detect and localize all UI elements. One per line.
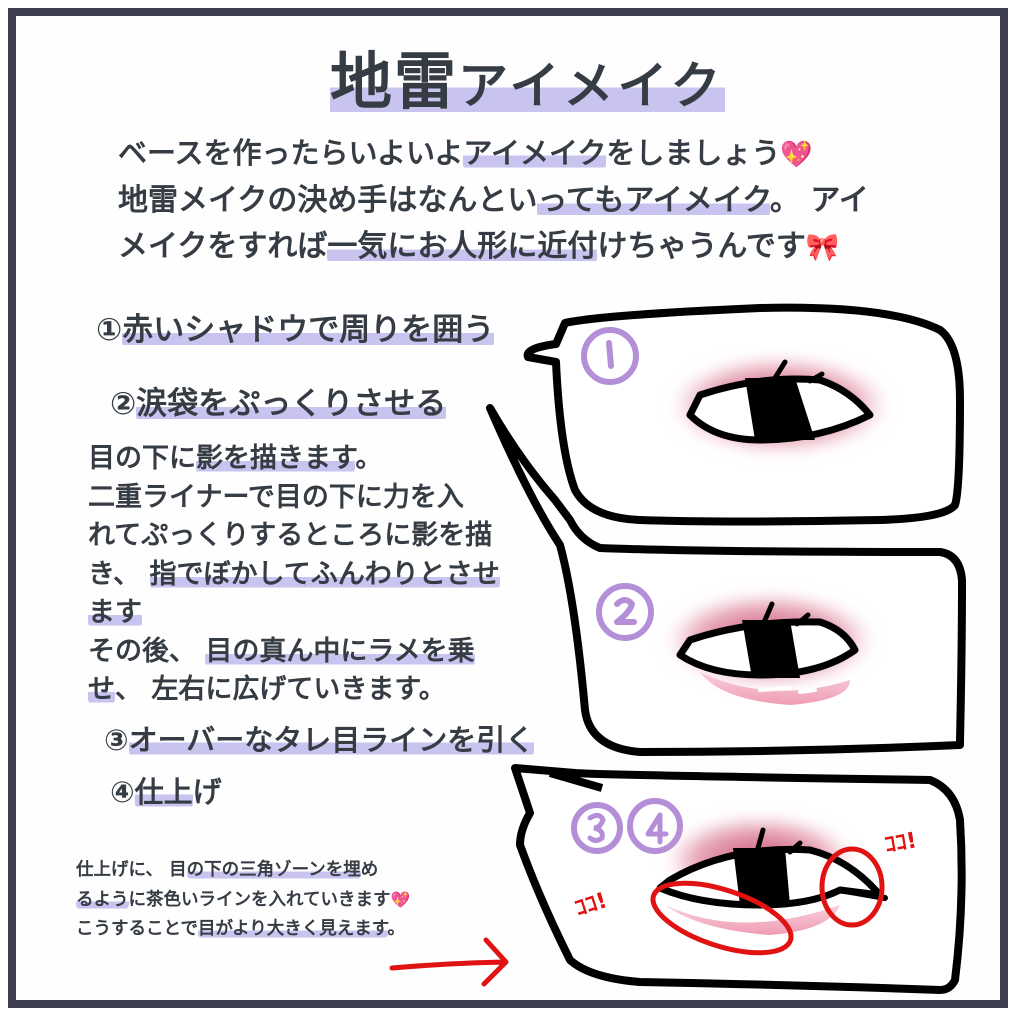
description-line: き、 指でぼかしてふんわりとさせ bbox=[88, 558, 500, 590]
intro-text: 地雷メイクの決め手はなんとい bbox=[118, 183, 538, 218]
step-2-description: 目の下に影を描きます。 二重ライナーで目の下に力を入 れてぷっくりするところに影… bbox=[88, 440, 508, 710]
step-label: 仕上 bbox=[134, 775, 193, 809]
badge-circle bbox=[581, 327, 639, 385]
sparkling-heart-icon: 💖 bbox=[390, 890, 411, 909]
page-title: 地雷アイメイク bbox=[330, 42, 750, 126]
description-line: 二重ライナーで目の下に力を入 bbox=[88, 481, 464, 513]
iris bbox=[745, 378, 815, 440]
title-kana: アイメイク bbox=[458, 57, 725, 115]
sparkling-heart-icon: 💖 bbox=[780, 140, 813, 170]
intro-highlight: アイメイク bbox=[463, 136, 607, 170]
intro-line-2: 地雷メイクの決め手はなんといってもアイメイク。 アイ bbox=[118, 178, 918, 224]
title-highlight: 地雷アイメイク bbox=[330, 45, 725, 118]
iris bbox=[742, 620, 800, 678]
iris bbox=[733, 848, 790, 905]
annotation-label: ｺｺ! bbox=[883, 828, 919, 858]
description-line: るように茶色いラインを入れていきます💖 bbox=[76, 890, 411, 910]
badge-circle bbox=[571, 802, 623, 854]
intro-text: メイクをすれば bbox=[118, 229, 328, 264]
intro-highlight: ってもアイメイク bbox=[537, 183, 770, 218]
step-number: ① bbox=[96, 312, 123, 348]
step-3-heading: ③オーバーなタレ目ラインを引く bbox=[104, 718, 535, 762]
step-label-suffix: げ bbox=[192, 775, 222, 809]
tear-bag bbox=[700, 672, 850, 705]
intro-text: をしましょう bbox=[606, 136, 781, 170]
arrow-right-icon bbox=[389, 937, 509, 987]
step-label: 赤いシャドウで周りを囲う bbox=[122, 312, 495, 348]
panel-3: ｺｺ! ｺｺ! bbox=[389, 764, 966, 994]
glitter bbox=[758, 686, 817, 694]
description-line: れてぷっくりするところに影を描 bbox=[88, 520, 493, 551]
step-number: ③ bbox=[104, 723, 129, 757]
step-number: ② bbox=[110, 386, 137, 422]
description-line: 目の下に影を描きます。 bbox=[88, 443, 383, 474]
step-2-heading: ②涙袋をぷっくりさせる bbox=[110, 382, 447, 426]
intro-highlight: 一気にお人形に近付 bbox=[327, 229, 598, 264]
badge-circle bbox=[596, 583, 654, 641]
intro-line-1: ベースを作ったらいよいよアイメイクをしましょう💖 bbox=[118, 130, 918, 178]
description-line: こうすることで目がより大きく見えます。 bbox=[76, 919, 406, 939]
panel-1 bbox=[523, 303, 964, 526]
annotation-circle bbox=[650, 880, 794, 956]
step-label: オーバーなタレ目ラインを引く bbox=[128, 723, 535, 757]
intro-text: 。 アイ bbox=[769, 183, 869, 218]
step-label: 涙袋をぷっくりさせる bbox=[136, 386, 447, 422]
intro-text: ベースを作ったらいよいよ bbox=[118, 136, 464, 170]
description-line: 仕上げに、 目の下の三角ゾーンを埋め bbox=[76, 860, 379, 880]
annotation-circle bbox=[819, 846, 885, 928]
tear-bag bbox=[665, 905, 840, 935]
description-line: せ、 左右に広げていきます。 bbox=[88, 674, 446, 705]
intro-line-3: メイクをすれば一気にお人形に近付けちゃうんです🎀 bbox=[118, 224, 918, 271]
step-number: ④ bbox=[110, 775, 135, 809]
description-line: その後、 目の真ん中にラメを乗 bbox=[88, 635, 475, 667]
intro-text: けちゃうんです bbox=[597, 229, 806, 264]
step-1-heading: ①赤いシャドウで周りを囲う bbox=[96, 308, 495, 352]
step-4-heading: ④仕上げ bbox=[110, 770, 222, 814]
title-kanji: 地雷 bbox=[330, 45, 459, 118]
ribbon-icon: 🎀 bbox=[805, 232, 840, 263]
badge-circle bbox=[627, 798, 683, 854]
description-line: ます bbox=[88, 597, 142, 628]
droopy-liner bbox=[837, 887, 888, 901]
intro-paragraph: ベースを作ったらいよいよアイメイクをしましょう💖 地雷メイクの決め手はなんといっ… bbox=[118, 130, 918, 271]
step-4-description: 仕上げに、 目の下の三角ゾーンを埋め るように茶色いラインを入れていきます💖 こ… bbox=[76, 856, 456, 944]
panel-2 bbox=[486, 404, 966, 756]
